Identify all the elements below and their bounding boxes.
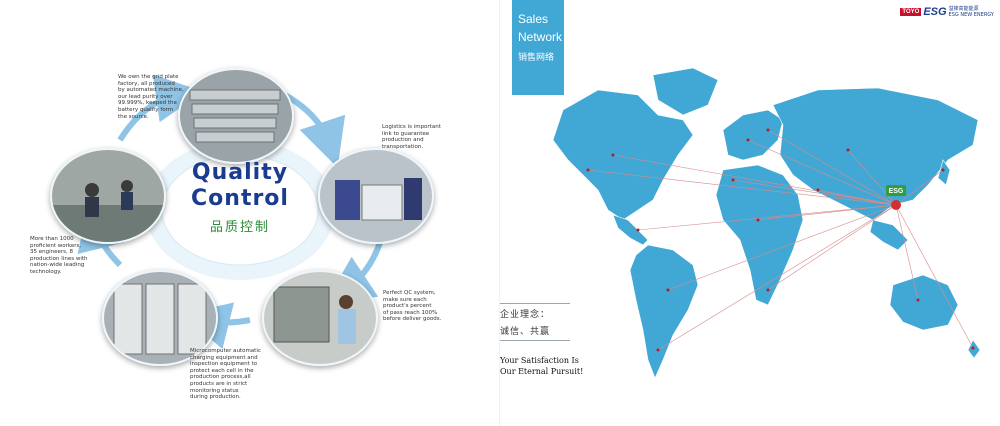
- logo-box: TOYO: [900, 8, 922, 16]
- map-europe: [722, 109, 784, 161]
- logo-mark: ESG: [923, 6, 947, 18]
- cycle-arrows: [77, 74, 388, 350]
- quality-control-heading: Quality Control 品质控制: [165, 160, 315, 270]
- map-southeast-asia: [869, 219, 909, 251]
- map-africa: [715, 164, 804, 306]
- philosophy-rule-top: [500, 303, 570, 304]
- logo-cn: 溢锋高能能源: [948, 6, 979, 12]
- note-qc-system: Perfect QC system, make sure each produc…: [383, 290, 442, 323]
- map-greenland: [652, 67, 719, 116]
- note-workers: More than 1000 proficient workers, 35 en…: [30, 236, 88, 275]
- company-philosophy: 企业理念： 诚信、共赢 Your Satisfaction Is Our Ete…: [500, 300, 584, 377]
- qc-system-photo: [262, 270, 378, 366]
- city-dots: [586, 128, 975, 352]
- distribution-lines: [587, 129, 974, 351]
- arrow-5: [117, 74, 204, 142]
- qc-title-line1: Quality: [191, 160, 289, 185]
- quality-control-page: Quality Control 品质控制 We own the grid pla…: [30, 68, 442, 401]
- slogan-line2: Our Eternal Pursuit!: [500, 367, 584, 376]
- logo-en: ESG NEW ENERGY: [948, 12, 994, 18]
- sales-network-title-box: Sales Network 销售网络: [512, 0, 564, 95]
- grid-plate-factory-photo: [178, 68, 294, 164]
- company-logo: TOYO ESG 溢锋高能能源 ESG NEW ENERGY: [900, 5, 994, 19]
- world-map: ESG: [552, 67, 981, 379]
- map-south-america: [629, 244, 699, 379]
- note-logistics: Logistics is important link to guarantee…: [382, 124, 441, 150]
- charging-equipment-photo: [102, 270, 218, 366]
- philosophy-title: 企业理念：: [500, 310, 551, 320]
- arrow-1: [283, 92, 346, 168]
- map-central-america: [612, 214, 649, 246]
- qc-title-cn: 品质控制: [209, 220, 270, 235]
- slogan-line1: Your Satisfaction Is: [500, 356, 579, 365]
- qc-title-line2: Control: [191, 186, 289, 211]
- sales-title-line2: Network: [518, 30, 563, 44]
- hub-marker: ESG: [886, 185, 906, 210]
- sales-title-cn: 销售网络: [518, 53, 555, 63]
- sales-network-page: Sales Network 销售网络 TOYO ESG 溢锋高能能源 ESG N…: [500, 0, 1000, 426]
- map-north-america: [552, 89, 694, 221]
- workers-photo: [50, 148, 166, 244]
- slogan: Your Satisfaction Is Our Eternal Pursuit…: [500, 355, 584, 377]
- map-asia: [772, 87, 979, 221]
- hub-label: ESG: [889, 188, 904, 195]
- logistics-photo: [318, 148, 434, 244]
- map-japan: [937, 159, 951, 186]
- note-grid-plate: We own the grid plate factory, all produ…: [118, 74, 184, 120]
- note-microcomputer: Microcomputer automatic charging equipme…: [190, 348, 261, 401]
- map-australia: [889, 274, 959, 331]
- philosophy-values: 诚信、共赢: [500, 327, 551, 337]
- philosophy-rule-bottom: [500, 340, 570, 341]
- page-divider: [499, 0, 500, 426]
- sales-title-line1: Sales: [518, 12, 549, 26]
